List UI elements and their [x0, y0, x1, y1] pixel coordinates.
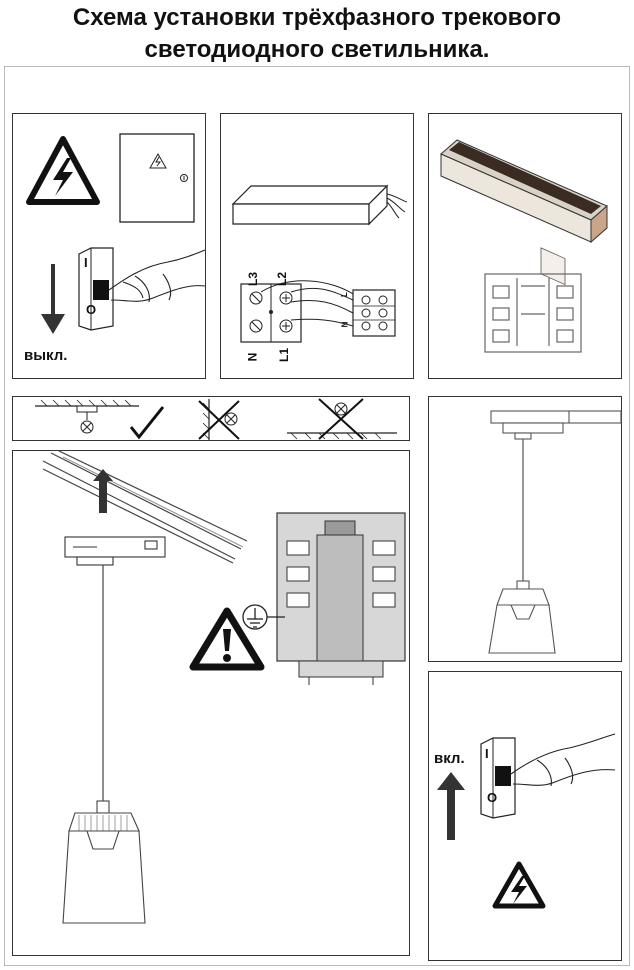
high-voltage-warning-icon	[26, 136, 100, 205]
panel-assembled-lamp	[428, 396, 622, 662]
ceiling-mount-allowed	[35, 399, 139, 434]
track-cross-section	[276, 512, 406, 685]
floor-mount-forbidden	[287, 398, 397, 440]
track-rail	[42, 451, 248, 564]
terminal-mark-l: L	[339, 292, 349, 297]
track-profile	[484, 273, 582, 353]
switch-on-mark: I	[84, 255, 88, 270]
high-voltage-warning-icon	[492, 861, 546, 909]
checkmark-icon	[129, 406, 165, 440]
wall-switch	[78, 247, 114, 331]
page-title-line-1: Схема установки трёхфазного трекового	[72, 4, 562, 31]
power-off-label: выкл.	[24, 347, 68, 364]
wire-label-l1: L1	[277, 347, 292, 363]
terminal-block-right	[352, 289, 396, 337]
assembled-track-and-adapter	[490, 410, 622, 440]
arrow-up-icon	[93, 469, 113, 513]
wire-label-l3: L3	[246, 271, 261, 287]
power-on-label: вкл.	[434, 750, 465, 767]
panel-installation	[12, 450, 410, 956]
panel-wiring: L3 L2 N L1 L N	[220, 113, 414, 379]
terminal-block-left	[240, 283, 302, 343]
page-title-line-2: светодиодного светильника.	[144, 36, 490, 63]
wire-label-n: N	[245, 352, 260, 362]
wall-switch	[480, 737, 516, 819]
panel-track	[428, 113, 622, 379]
electrical-panel	[119, 133, 195, 223]
driver-box	[231, 184, 408, 226]
ground-symbol-icon	[242, 604, 285, 630]
terminal-mark-n: N	[340, 321, 350, 328]
diagram-frame	[4, 66, 630, 966]
arrow-down-icon	[41, 264, 65, 334]
wire-label-l2: L2	[275, 271, 290, 287]
wall-mount-forbidden	[198, 399, 240, 440]
track-adapter	[64, 536, 166, 566]
pendant-lamp	[488, 580, 556, 654]
switch-off-mark: O	[487, 790, 498, 805]
cross-icon	[318, 398, 364, 440]
panel-mounting-options	[12, 396, 410, 441]
cross-icon	[198, 400, 240, 440]
exclamation-warning-icon	[189, 607, 265, 671]
arrow-up-icon	[437, 772, 465, 840]
panel-power-off: I O выкл.	[12, 113, 206, 379]
switch-off-mark: O	[86, 302, 97, 317]
switch-on-mark: I	[485, 746, 489, 761]
panel-power-on: I O вкл.	[428, 671, 622, 961]
pendant-lamp	[62, 800, 146, 924]
track-rail-photo	[440, 139, 608, 286]
